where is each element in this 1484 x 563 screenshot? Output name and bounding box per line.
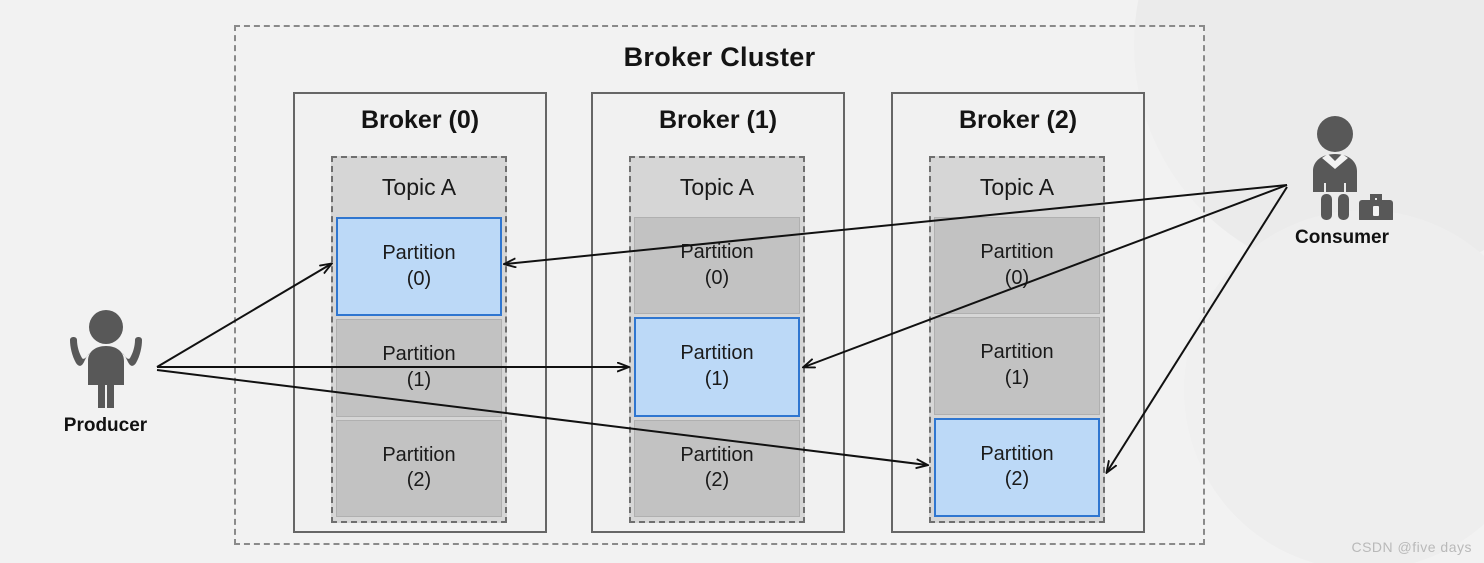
partition-index: (0) xyxy=(406,267,432,290)
broker-1-partition-2[interactable]: Partition (2) xyxy=(634,419,800,517)
partition-name: Partition xyxy=(382,443,456,466)
partition-name: Partition xyxy=(980,341,1054,364)
broker-2-topic-label: Topic A xyxy=(931,158,1103,216)
broker-1-partition-1[interactable]: Partition (1) xyxy=(634,317,800,417)
partition-index: (2) xyxy=(704,469,730,492)
partition-index: (1) xyxy=(1004,366,1030,389)
broker-0-title: Broker (0) xyxy=(360,106,480,134)
partition-name: Partition xyxy=(680,443,754,466)
partition-name: Partition xyxy=(382,242,456,265)
broker-1-partition-0[interactable]: Partition (0) xyxy=(634,217,800,315)
partition-name: Partition xyxy=(680,342,754,365)
broker-cluster-title: Broker Cluster xyxy=(623,42,816,72)
broker-2-title: Broker (2) xyxy=(958,106,1078,134)
broker-0-partition-1[interactable]: Partition (1) xyxy=(336,319,502,417)
broker-2-partition-0[interactable]: Partition (0) xyxy=(934,217,1100,315)
background-decoration-circle-2 xyxy=(1184,210,1484,563)
broker-2-partition-list: Partition (0) Partition (1) Partition (2… xyxy=(934,217,1100,517)
broker-0[interactable]: Broker (0) Topic A Partition (0) Partiti… xyxy=(293,92,547,533)
broker-0-topic-label: Topic A xyxy=(333,158,505,216)
broker-0-partition-2[interactable]: Partition (2) xyxy=(336,419,502,517)
broker-0-partition-list: Partition (0) Partition (1) Partition (2… xyxy=(336,217,502,517)
broker-0-topic-a: Topic A Partition (0) Partition (1) Part… xyxy=(331,156,507,523)
producer-actor[interactable]: Producer xyxy=(28,300,183,437)
broker-0-partition-0[interactable]: Partition (0) xyxy=(336,217,502,317)
partition-name: Partition xyxy=(980,442,1054,465)
person-arms-up-icon xyxy=(69,310,142,408)
producer-label: Producer xyxy=(63,415,148,436)
partition-index: (0) xyxy=(1004,266,1030,289)
broker-2-partition-1[interactable]: Partition (1) xyxy=(934,317,1100,415)
watermark: CSDN @five days xyxy=(1351,539,1472,555)
broker-1-partition-list: Partition (0) Partition (1) Partition (2… xyxy=(634,217,800,517)
partition-name: Partition xyxy=(382,343,456,366)
broker-cluster-boundary: Broker Cluster Broker (0) Topic A Partit… xyxy=(234,25,1205,545)
partition-index: (0) xyxy=(704,266,730,289)
broker-2-partition-2[interactable]: Partition (2) xyxy=(934,417,1100,517)
broker-1-topic-a: Topic A Partition (0) Partition (1) Part… xyxy=(629,156,805,523)
partition-index: (1) xyxy=(704,367,730,390)
broker-1[interactable]: Broker (1) Topic A Partition (0) Partiti… xyxy=(591,92,845,533)
consumer-label: Consumer xyxy=(1295,227,1389,248)
broker-2-topic-a: Topic A Partition (0) Partition (1) Part… xyxy=(929,156,1105,523)
broker-1-title: Broker (1) xyxy=(658,106,778,134)
broker-2[interactable]: Broker (2) Topic A Partition (0) Partiti… xyxy=(891,92,1145,533)
broker-1-topic-label: Topic A xyxy=(631,158,803,216)
person-briefcase-icon xyxy=(1313,116,1393,222)
partition-name: Partition xyxy=(980,241,1054,264)
partition-index: (2) xyxy=(406,469,432,492)
partition-name: Partition xyxy=(680,241,754,264)
consumer-actor[interactable]: Consumer xyxy=(1262,112,1422,249)
partition-index: (2) xyxy=(1004,468,1030,491)
partition-index: (1) xyxy=(406,368,432,391)
